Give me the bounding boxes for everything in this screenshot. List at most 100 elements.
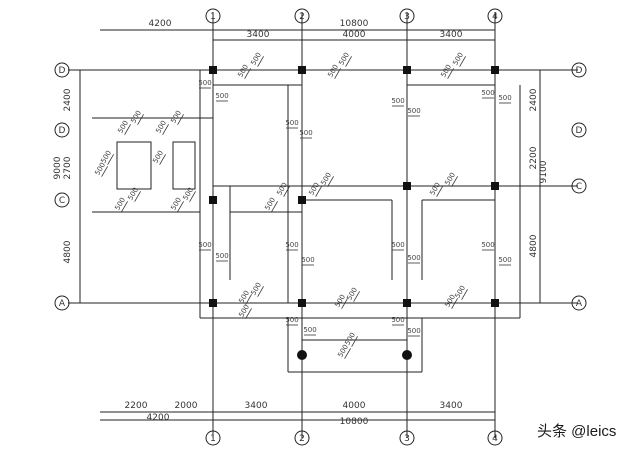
grid-label-left-3: C (59, 196, 65, 206)
member-size-leader (353, 291, 360, 302)
member-size-leader (271, 201, 278, 212)
opening-left-a (116, 141, 152, 190)
dim-right-1: 2400 (529, 88, 539, 111)
member-size-leader (315, 186, 322, 197)
member-size-leader (121, 201, 128, 212)
member-size-leader (451, 176, 458, 187)
grid-label-top-3: 3 (404, 12, 410, 22)
grid-label-bottom-2: 2 (299, 434, 305, 444)
member-size-label: 500 (345, 286, 359, 302)
dim-top-overall: 10800 (340, 19, 369, 29)
grid-bubble-left-D1 (54, 62, 70, 78)
member-size-leader (447, 68, 454, 79)
column (298, 196, 306, 204)
opening-left-b (172, 141, 196, 190)
grid-label-top-2: 2 (299, 12, 305, 22)
member-size-label: 500 (301, 256, 314, 264)
dim-right-3: 9100 (539, 160, 549, 183)
grid-label-right-4: A (576, 299, 583, 309)
member-size-leader (257, 286, 264, 297)
member-size-label: 500 (113, 196, 127, 212)
member-size-label: 500 (391, 97, 404, 105)
member-size-leader (245, 294, 252, 305)
member-size-label: 500 (391, 316, 404, 324)
member-size-label: 500 (129, 109, 143, 125)
dim-bottom-3: 3400 (245, 401, 268, 411)
grid-label-top-1: 1 (210, 12, 216, 22)
grid-bubble-top-4 (487, 8, 503, 24)
dim-left-2: 2700 (63, 156, 73, 179)
dim-bottom-2: 2000 (175, 401, 198, 411)
grid-label-bottom-4: 4 (492, 434, 498, 444)
dim-bottom-left-total: 4200 (147, 413, 170, 423)
member-size-label: 500 (249, 281, 263, 297)
round-column (297, 350, 307, 360)
dim-left-3: 9000 (53, 156, 63, 179)
grid-bubble-bottom-4 (487, 430, 503, 446)
dim-bottom-1: 2200 (125, 401, 148, 411)
dim-top-span-1: 3400 (247, 30, 270, 40)
member-size-label: 500 (319, 171, 333, 187)
grid-label-left-4: A (59, 299, 66, 309)
grid-bubble-left-D2 (54, 122, 70, 138)
member-size-label: 500 (481, 241, 494, 249)
member-size-label: 500 (428, 181, 442, 197)
member-size-label: 500 (198, 79, 211, 87)
column (298, 299, 306, 307)
member-size-leader (334, 68, 341, 79)
grid-bubble-right-D2 (571, 122, 587, 138)
member-size-leader (107, 154, 114, 165)
member-size-leader (327, 176, 334, 187)
grid-label-bottom-1: 1 (210, 434, 216, 444)
member-size-label: 500 (453, 284, 467, 300)
member-size-label: 500 (263, 196, 277, 212)
grid-bubble-left-C (54, 192, 70, 208)
column (209, 196, 217, 204)
member-size-label: 500 (116, 119, 130, 135)
grid-label-right-3: C (576, 182, 582, 192)
member-size-label: 500 (198, 241, 211, 249)
member-size-label: 500 (481, 89, 494, 97)
dim-left-1: 2400 (63, 88, 73, 111)
grid-bubble-bottom-2 (294, 430, 310, 446)
grid-bubble-top-3 (399, 8, 415, 24)
column (298, 66, 306, 74)
member-size-label: 500 (249, 51, 263, 67)
member-size-label: 500 (337, 51, 351, 67)
member-size-label: 500 (151, 149, 165, 165)
member-size-leader (124, 124, 131, 135)
member-size-label: 500 (215, 92, 228, 100)
member-size-leader (134, 191, 141, 202)
member-size-label: 500 (333, 293, 347, 309)
column (209, 66, 217, 74)
column (491, 182, 499, 190)
column (491, 66, 499, 74)
grid-label-left-1: D (59, 66, 66, 76)
member-size-leader (345, 56, 352, 67)
dim-top-span-2: 4000 (343, 30, 366, 40)
grid-label-left-2: D (59, 126, 66, 136)
grid-bubble-bottom-1 (205, 430, 221, 446)
grid-bubble-right-A (571, 295, 587, 311)
member-size-label: 500 (391, 241, 404, 249)
member-size-leader (461, 289, 468, 300)
member-size-leader (451, 298, 458, 309)
grid-bubble-top-2 (294, 8, 310, 24)
member-size-label: 500 (326, 63, 340, 79)
member-size-label: 500 (285, 316, 298, 324)
grid-bubble-bottom-3 (399, 430, 415, 446)
dim-right-4: 4800 (529, 234, 539, 257)
member-size-label: 500 (237, 289, 251, 305)
member-size-leader (351, 336, 358, 347)
grid-label-bottom-3: 3 (404, 434, 410, 444)
dim-left-4: 4800 (63, 240, 73, 263)
member-size-leader (436, 186, 443, 197)
member-size-label: 500 (236, 63, 250, 79)
grid-bubble-right-D1 (571, 62, 587, 78)
member-size-label: 500 (407, 107, 420, 115)
member-size-label: 500 (343, 331, 357, 347)
member-size-label: 500 (299, 129, 312, 137)
member-size-label: 500 (215, 252, 228, 260)
dim-bottom-4: 4000 (343, 401, 366, 411)
